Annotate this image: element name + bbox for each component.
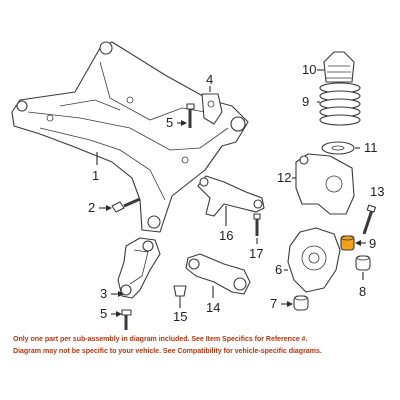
callout-label: 9 — [369, 236, 376, 251]
callout-6: 6 — [275, 262, 288, 277]
callout-label: 15 — [173, 309, 187, 324]
callout-17: 16 — [219, 206, 233, 243]
part-spring — [319, 82, 361, 126]
callout-label: 11 — [364, 140, 378, 155]
part-spring-seat — [321, 141, 355, 155]
callout-5-upper: 5 — [166, 115, 187, 130]
part-link-15 — [185, 253, 251, 295]
callout-label: 7 — [270, 296, 277, 311]
part-bolt-18 — [253, 213, 261, 236]
callout-label: 6 — [275, 262, 282, 277]
callout-16: 15 — [173, 304, 187, 324]
callout-8: 8 — [359, 272, 366, 299]
part-knuckle — [287, 227, 341, 293]
callout-label: 16 — [219, 228, 233, 243]
callout-label: 10 — [302, 62, 316, 77]
callout-3: 3 — [100, 286, 124, 301]
callout-label: 17 — [249, 246, 263, 261]
part-bolt-5-upper — [186, 103, 195, 128]
callout-15: 14 — [206, 286, 220, 315]
part-bolt-14 — [362, 204, 376, 235]
callout-9: 9 — [355, 236, 376, 251]
callout-14: 13 — [370, 184, 384, 199]
part-clip — [173, 285, 187, 304]
callout-label: 9 — [302, 94, 309, 109]
part-subframe — [11, 41, 249, 233]
callout-label: 13 — [370, 184, 384, 199]
callout-label: 4 — [206, 72, 213, 87]
part-upper-arm — [197, 175, 265, 217]
disclaimer-notice: Only one part per sub-assembly in diagra… — [10, 330, 384, 361]
callout-1: 1 — [92, 152, 99, 183]
callout-label: 14 — [206, 300, 220, 315]
part-knuckle-upper — [295, 153, 355, 215]
callout-label: 8 — [359, 284, 366, 299]
part-bushing-8 — [355, 255, 371, 271]
callout-12: 11 — [355, 140, 378, 155]
disclaimer-line-1: Only one part per sub-assembly in diagra… — [13, 335, 308, 343]
callout-4: 4 — [206, 72, 213, 92]
part-lower-arm — [117, 237, 161, 299]
callout-label: 3 — [100, 286, 107, 301]
callout-11: 10 — [302, 62, 324, 77]
callout-label: 1 — [92, 168, 99, 183]
part-bracket — [201, 93, 223, 125]
part-bolt-2 — [111, 197, 141, 213]
callout-2: 2 — [88, 200, 112, 215]
part-bushing-highlighted — [340, 235, 355, 251]
disclaimer-line-2: Diagram may not be specific to your vehi… — [13, 347, 322, 355]
part-bolt-5-lower — [121, 309, 132, 330]
callout-10: 9 — [302, 94, 320, 109]
callout-5-lower: 5 — [100, 306, 122, 321]
callout-label: 5 — [166, 115, 173, 130]
callout-13: 12 — [277, 170, 296, 185]
part-bumper — [323, 51, 355, 83]
callout-label: 5 — [100, 306, 107, 321]
callout-label: 2 — [88, 200, 95, 215]
callout-18: 17 — [249, 238, 263, 261]
callout-7: 7 — [270, 296, 293, 311]
part-bushing-7 — [293, 295, 309, 311]
callout-label: 12 — [277, 170, 291, 185]
